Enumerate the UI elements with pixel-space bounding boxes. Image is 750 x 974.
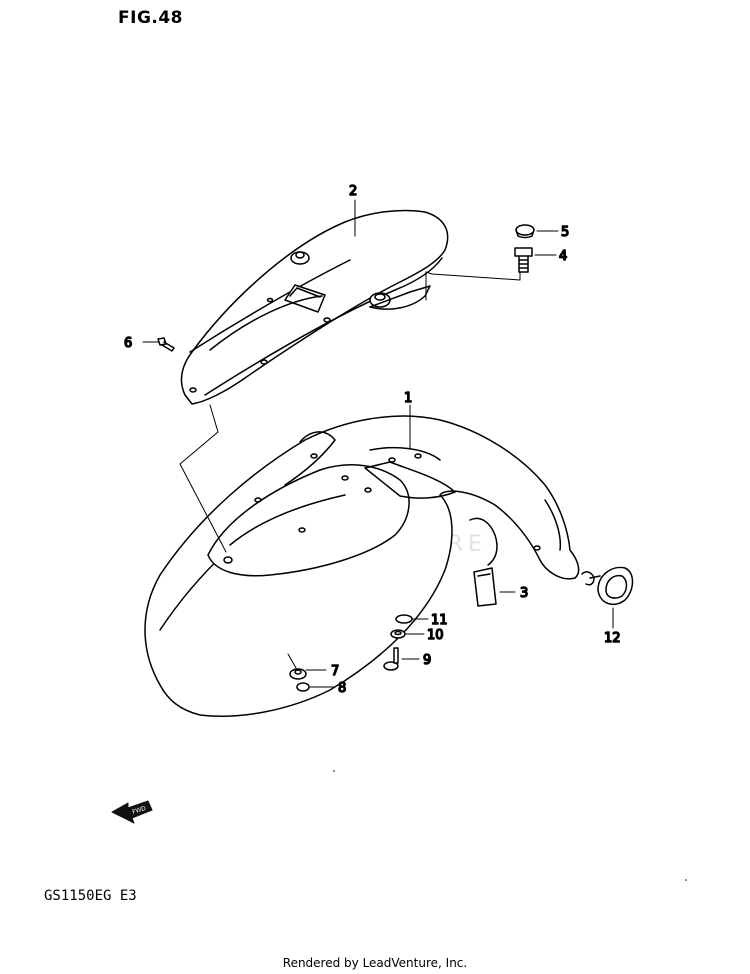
callout-3: 3 — [520, 586, 528, 601]
callout-11: 11 — [431, 613, 448, 628]
part-10-nut — [390, 629, 406, 639]
part-4-bolt — [514, 247, 533, 273]
part-12-grommet — [581, 566, 634, 606]
callout-5: 5 — [561, 225, 569, 240]
leader-lines — [142, 199, 614, 688]
callout-12: 12 — [604, 631, 621, 646]
part-9-bolt — [383, 647, 399, 671]
callout-6: 6 — [124, 336, 132, 351]
part-5-cap — [515, 224, 535, 239]
callout-2: 2 — [349, 184, 357, 199]
mounting-link-line — [425, 271, 521, 301]
forward-arrow-icon: FWD — [111, 800, 153, 824]
part-1-front-fender — [144, 415, 580, 718]
callout-10: 10 — [427, 628, 444, 643]
callout-7: 7 — [331, 664, 339, 679]
part-7-nut — [289, 668, 307, 680]
callout-4: 4 — [559, 249, 567, 264]
part-6-screw — [157, 337, 175, 352]
fwd-label: FWD — [131, 805, 147, 816]
part-11-washer — [395, 614, 413, 624]
callout-9: 9 — [423, 653, 431, 668]
callout-1: 1 — [404, 391, 412, 406]
part-2-fender-cover — [180, 209, 449, 405]
part-3-reflector — [473, 567, 497, 607]
figure-title: FIG.48 — [118, 8, 184, 28]
callout-8: 8 — [338, 681, 346, 696]
footer-credit: Rendered by LeadVenture, Inc. — [282, 956, 468, 970]
model-code: GS1150EG E3 — [44, 888, 137, 904]
assembly-connector-line — [179, 404, 227, 553]
part-8-washer — [296, 682, 310, 692]
